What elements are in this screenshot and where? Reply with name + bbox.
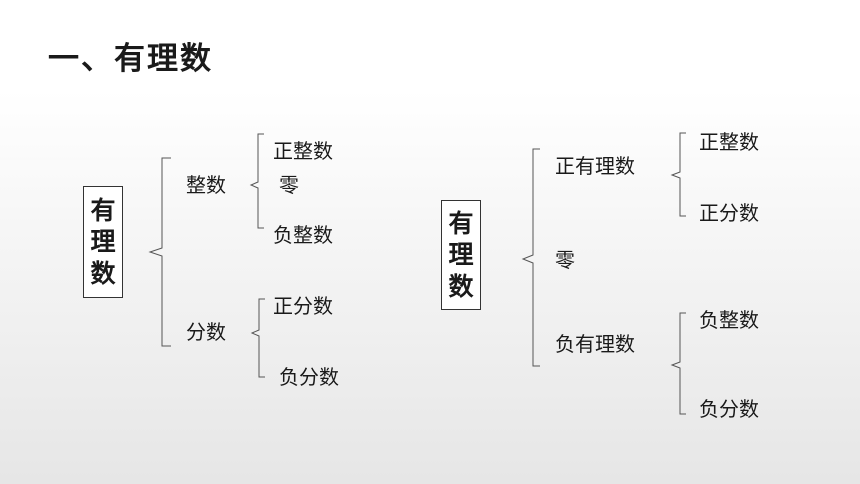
page-title: 一、有理数 [48,41,213,77]
left-fractions-label: 分数 [186,320,226,344]
right-positive-fractions-label: 正分数 [699,201,759,225]
left-zero-label: 零 [279,173,299,197]
right-positive-brace [670,132,686,217]
left-root-char-3: 数 [90,258,116,288]
right-zero-label: 零 [555,248,575,272]
right-negative-brace [670,312,686,415]
right-root-char-1: 有 [448,209,474,239]
right-root-char-2: 理 [448,240,474,270]
left-root-box: 有 理 数 [83,186,123,298]
left-integers-brace [249,133,264,229]
left-root-char-1: 有 [90,196,116,226]
left-negative-integers-label: 负整数 [273,223,333,247]
right-negative-fractions-label: 负分数 [699,397,759,421]
left-positive-integers-label: 正整数 [273,139,333,163]
left-root-char-2: 理 [90,227,116,257]
right-root-char-3: 数 [448,271,474,301]
right-positive-integers-label: 正整数 [699,130,759,154]
right-negative-integers-label: 负整数 [699,308,759,332]
left-fractions-brace [250,298,265,378]
right-root-box: 有 理 数 [441,200,481,310]
left-positive-fractions-label: 正分数 [273,294,333,318]
right-negative-rationals-label: 负有理数 [555,332,635,356]
left-main-brace [148,157,171,347]
left-integers-label: 整数 [186,173,226,197]
right-positive-rationals-label: 正有理数 [555,154,635,178]
right-main-brace [521,148,540,367]
left-negative-fractions-label: 负分数 [279,365,339,389]
